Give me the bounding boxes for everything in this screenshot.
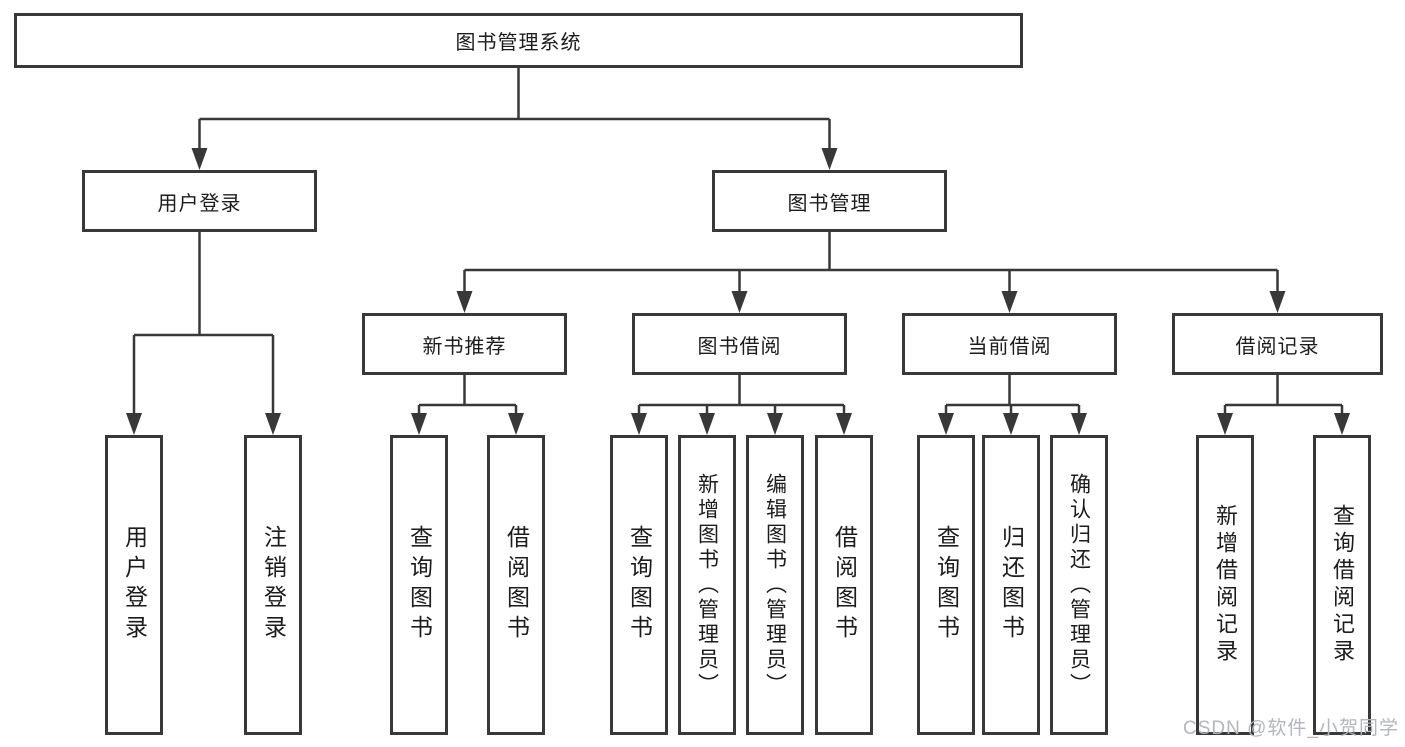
edge-bookmgmt-to-level3 bbox=[463, 232, 1279, 299]
edge-bookborrow-to-leaves bbox=[637, 375, 846, 421]
leaf-borrow-books-2: 借阅图书 bbox=[815, 435, 873, 735]
arrowhead-icon bbox=[631, 413, 647, 435]
arrowhead-icon bbox=[821, 148, 838, 170]
arrowhead-icon bbox=[508, 413, 524, 435]
edge-newbooks-to-leaves bbox=[417, 375, 518, 421]
node-new-book-recommend: 新书推荐 bbox=[362, 313, 567, 375]
connector-lines bbox=[132, 68, 1344, 421]
arrowhead-icon bbox=[767, 413, 783, 435]
leaf-user-login: 用户登录 bbox=[105, 435, 163, 735]
arrowhead-icon bbox=[191, 148, 208, 170]
node-label: 借阅图书 bbox=[503, 525, 530, 645]
leaf-borrow-books-1: 借阅图书 bbox=[487, 435, 545, 735]
leaf-add-books-admin: 新增图书（管理员） bbox=[678, 435, 736, 735]
node-label: 确认归还（管理员） bbox=[1067, 472, 1091, 698]
edge-userlogin-to-leaves bbox=[132, 232, 275, 421]
arrowhead-icon bbox=[1003, 413, 1019, 435]
node-label: 新增借阅记录 bbox=[1213, 504, 1238, 666]
node-label: 用户登录 bbox=[157, 192, 242, 215]
node-current-borrowing: 当前借阅 bbox=[902, 313, 1117, 375]
node-label: 图书管理系统 bbox=[455, 32, 582, 54]
node-borrowing-records: 借阅记录 bbox=[1172, 313, 1383, 375]
node-label: 借阅图书 bbox=[831, 525, 858, 645]
edge-root-to-level2 bbox=[198, 68, 831, 156]
node-book-management: 图书管理 bbox=[712, 170, 947, 232]
node-label: 查询借阅记录 bbox=[1330, 504, 1355, 666]
node-label: 查询图书 bbox=[406, 525, 433, 645]
arrowhead-icon bbox=[411, 413, 427, 435]
arrowhead-icon bbox=[1269, 291, 1286, 313]
leaf-return-books: 归还图书 bbox=[982, 435, 1040, 735]
arrowheads bbox=[126, 148, 1350, 435]
node-label: 新增图书（管理员） bbox=[695, 472, 719, 698]
node-label: 当前借阅 bbox=[967, 335, 1052, 358]
leaf-query-books-2: 查询图书 bbox=[610, 435, 668, 735]
arrowhead-icon bbox=[1217, 413, 1233, 435]
arrowhead-icon bbox=[938, 413, 954, 435]
node-label: 借阅记录 bbox=[1235, 335, 1320, 358]
node-label: 编辑图书（管理员） bbox=[763, 472, 787, 698]
node-label: 注销登录 bbox=[260, 525, 287, 645]
arrowhead-icon bbox=[265, 413, 281, 435]
leaf-query-borrow-record: 查询借阅记录 bbox=[1313, 435, 1371, 735]
csdn-watermark: CSDN @软件_小贺同学 bbox=[1183, 718, 1399, 739]
leaf-add-borrow-record: 新增借阅记录 bbox=[1196, 435, 1254, 735]
node-label: 新书推荐 bbox=[422, 335, 507, 358]
node-user-login: 用户登录 bbox=[82, 170, 317, 232]
node-label: 图书管理 bbox=[787, 192, 872, 215]
arrowhead-icon bbox=[1001, 291, 1018, 313]
leaf-logout: 注销登录 bbox=[244, 435, 302, 735]
node-label: 用户登录 bbox=[121, 525, 148, 645]
node-book-borrowing: 图书借阅 bbox=[632, 313, 847, 375]
node-label: 图书借阅 bbox=[697, 335, 782, 358]
leaf-query-books-1: 查询图书 bbox=[390, 435, 448, 735]
leaf-edit-books-admin: 编辑图书（管理员） bbox=[746, 435, 804, 735]
node-label: 查询图书 bbox=[626, 525, 653, 645]
arrowhead-icon bbox=[836, 413, 852, 435]
arrowhead-icon bbox=[456, 291, 473, 313]
arrowhead-icon bbox=[1071, 413, 1087, 435]
node-library-management-system: 图书管理系统 bbox=[14, 13, 1023, 68]
leaf-confirm-return-admin: 确认归还（管理员） bbox=[1050, 435, 1108, 735]
node-label: 查询图书 bbox=[933, 525, 960, 645]
leaf-query-books-3: 查询图书 bbox=[917, 435, 975, 735]
arrowhead-icon bbox=[731, 291, 748, 313]
arrowhead-icon bbox=[1334, 413, 1350, 435]
arrowhead-icon bbox=[126, 413, 142, 435]
edge-borrowrecords-to-leaves bbox=[1223, 375, 1344, 421]
arrowhead-icon bbox=[699, 413, 715, 435]
node-label: 归还图书 bbox=[998, 525, 1025, 645]
